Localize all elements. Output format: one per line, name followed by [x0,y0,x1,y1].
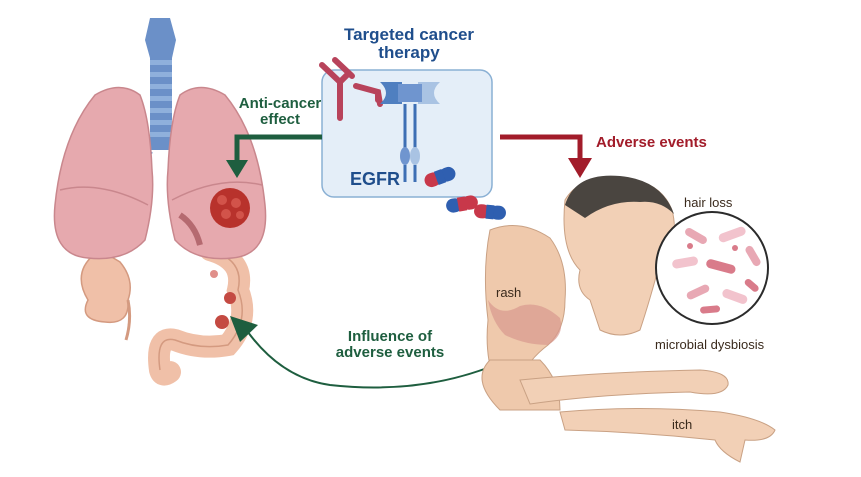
therapy-box [321,69,493,198]
influence-label: Influence of adverse events [330,329,450,361]
influence-line2: adverse events [335,343,445,361]
influence-arrowhead [230,316,258,342]
anti-cancer-label: Anti-cancer effect [232,96,328,128]
therapy-title-line1: Targeted cancer [343,25,475,44]
tumor-icon [210,188,250,228]
egfr-receptor-icon [380,82,440,182]
antibody-icon [319,57,383,121]
adverse-events-arrow [500,134,583,160]
arm-icon [519,369,776,463]
anti-cancer-arrowhead [226,160,248,178]
egfr-label: EGFR [350,169,401,189]
hair-loss-label: hair loss [684,195,733,210]
adverse-events-arrowhead [568,158,592,178]
microbial-dysbiosis-label: microbial dysbiosis [655,337,765,352]
capsule-icon [424,166,506,220]
itch-label: itch [672,417,693,432]
rash-label: rash [496,285,522,300]
influence-arrow [244,327,496,389]
anti-cancer-line1: Anti-cancer [238,95,322,112]
anti-cancer-line2: effect [259,110,300,128]
adverse-events-label: Adverse events [596,134,707,151]
bacteria-icon [655,211,769,325]
anti-cancer-arrow [234,134,322,162]
head-icon [481,175,675,411]
colon-icon [80,239,254,386]
therapy-title-line2: therapy [378,42,440,62]
therapy-title: Targeted cancer therapy [326,26,492,62]
influence-line1: Influence of [347,328,433,345]
